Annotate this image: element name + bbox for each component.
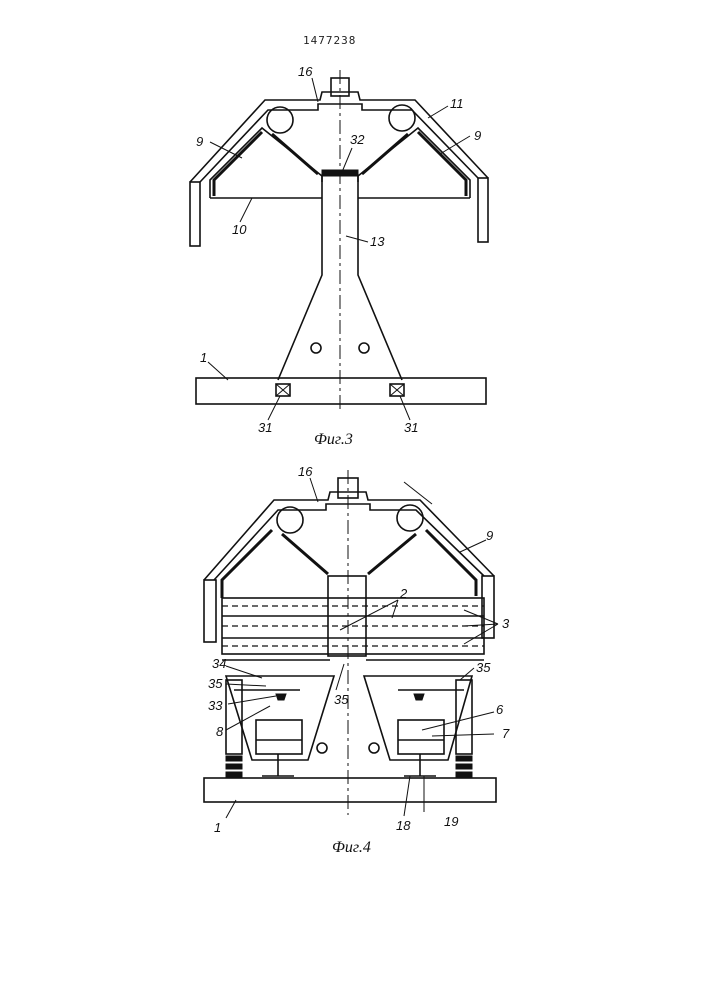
fig4-label-7: 7	[502, 726, 510, 741]
fig4-label-35-right: 35	[476, 660, 491, 675]
fig3-hood-outer	[190, 92, 488, 182]
fig3-label-32: 32	[350, 132, 365, 147]
fig4-label-3: 3	[502, 616, 510, 631]
figure-3: 16 11 9 9 32 10 13 1 31 31 Фиг.3	[190, 64, 488, 448]
fig4-label-35-left: 35	[208, 676, 223, 691]
fig3-base	[196, 378, 486, 404]
fig4-left-spring	[226, 756, 242, 777]
fig4-left-roller	[277, 507, 303, 533]
fig4-base	[204, 778, 496, 802]
fig3-label-11: 11	[450, 96, 464, 111]
fig3-label-31-right: 31	[404, 420, 418, 435]
fig4-caption: Фиг.4	[332, 839, 371, 856]
fig3-label-9-right: 9	[474, 128, 481, 143]
fig4-right-post	[456, 680, 472, 754]
fig4-right-spring	[456, 756, 472, 777]
figure-4: 16 9 2 3 34 35 35 35 33 8 6 7 1 18 19 Фи…	[204, 464, 510, 856]
fig4-hood-inner	[214, 504, 484, 580]
fig4-label-34: 34	[212, 656, 226, 671]
fig3-left-skirt	[190, 182, 200, 246]
fig4-label-2: 2	[399, 586, 408, 601]
fig3-label-9-left: 9	[196, 134, 203, 149]
fig3-right-roller	[389, 105, 415, 131]
fig4-label-8: 8	[216, 724, 224, 739]
fig4-label-18: 18	[396, 818, 411, 833]
fig3-label-13: 13	[370, 234, 385, 249]
fig4-left-skirt	[204, 580, 216, 642]
fig4-hood-outer	[204, 492, 494, 580]
fig3-label-16: 16	[298, 64, 313, 79]
fig3-left-roller	[267, 107, 293, 133]
fig3-label-31-left: 31	[258, 420, 272, 435]
fig3-column-left	[278, 176, 322, 380]
fig4-label-33: 33	[208, 698, 223, 713]
fig4-label-9: 9	[486, 528, 493, 543]
fig4-label-35-center: 35	[334, 692, 349, 707]
fig4-right-roller	[397, 505, 423, 531]
fig4-label-19: 19	[444, 814, 458, 829]
fig3-label-10: 10	[232, 222, 247, 237]
fig4-label-6: 6	[496, 702, 504, 717]
fig3-label-1: 1	[200, 350, 207, 365]
fig3-seal-32	[322, 170, 358, 176]
fig3-right-skirt	[478, 178, 488, 242]
fig4-label-16: 16	[298, 464, 313, 479]
fig3-caption: Фиг.3	[314, 431, 353, 448]
fig4-left-post	[226, 680, 242, 754]
fig4-label-1: 1	[214, 820, 221, 835]
fig3-column-right	[358, 176, 402, 380]
